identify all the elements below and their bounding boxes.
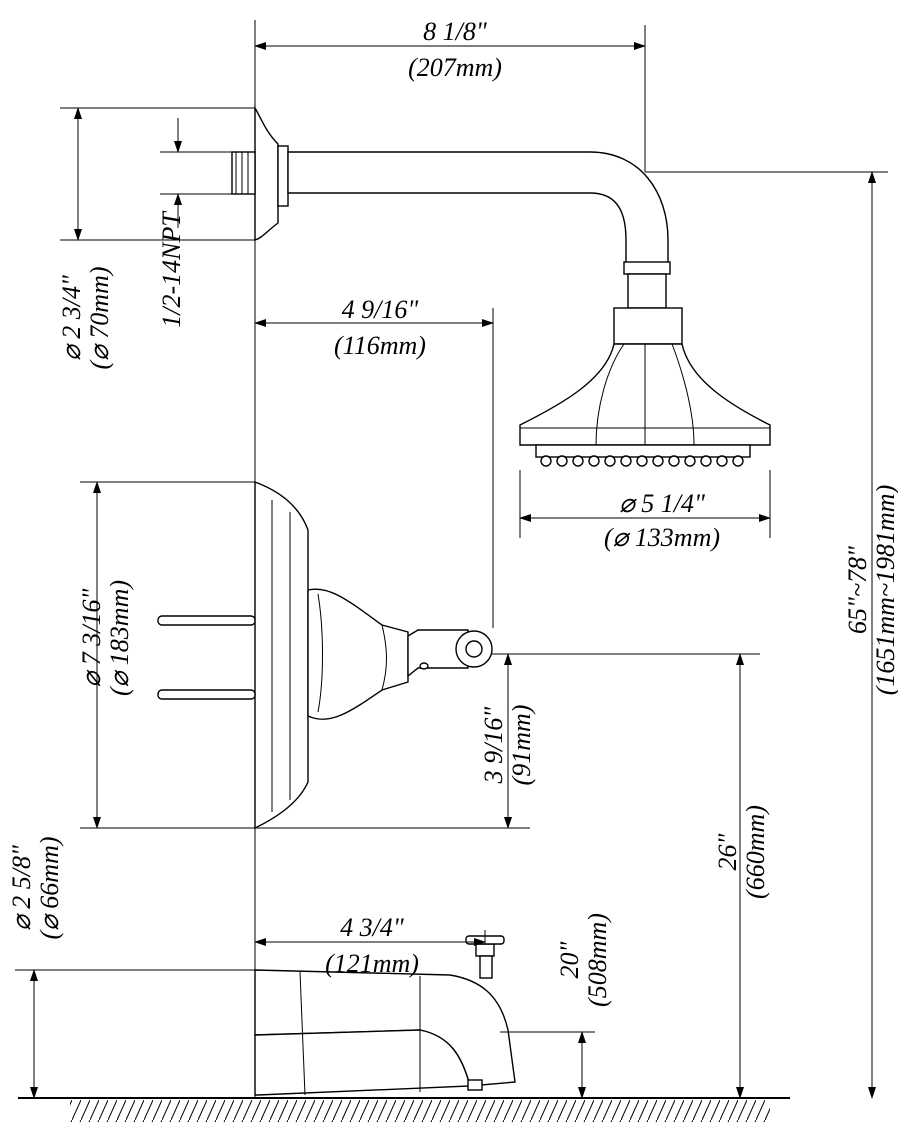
- valve-assembly: [157, 480, 493, 830]
- arm-length-metric: (207mm): [408, 53, 502, 82]
- flange-dia-metric: (⌀ 70mm): [85, 266, 114, 369]
- escutcheon-dia-imperial: ⌀ 7 3/16": [77, 589, 106, 688]
- arm-length-imperial: 8 1/8": [423, 17, 487, 46]
- shower-arm-assembly: [231, 105, 771, 467]
- spout-flange-dia-imperial: ⌀ 2 5/8": [7, 845, 36, 931]
- nozzle-row: [540, 455, 744, 467]
- valve-height-metric: (660mm): [741, 805, 770, 899]
- spout-height-metric: (508mm): [583, 913, 612, 1007]
- thread-label: 1/2-14NPT: [157, 211, 186, 328]
- spout-projection-imperial: 4 3/4": [340, 913, 404, 942]
- handle-projection-metric: (116mm): [334, 331, 426, 360]
- spout-flange-dia-metric: (⌀ 66mm): [35, 836, 64, 939]
- escutcheon-dia-metric: (⌀ 183mm): [105, 580, 134, 696]
- spout-projection-metric: (121mm): [325, 949, 419, 978]
- handle-offset-metric: (91mm): [507, 705, 536, 786]
- head-height-imperial: 65"~78": [843, 546, 872, 634]
- head-dia-imperial: ⌀ 5 1/4": [619, 489, 705, 518]
- head-height-metric: (1651mm~1981mm): [871, 485, 898, 696]
- floor-hatch: [70, 1100, 770, 1122]
- handle-offset-imperial: 3 9/16": [479, 707, 508, 785]
- flange-dia-imperial: ⌀ 2 3/4": [57, 275, 86, 361]
- head-dia-metric: (⌀ 133mm): [604, 523, 720, 552]
- handle-projection-imperial: 4 9/16": [342, 295, 419, 324]
- spout-height-imperial: 20": [555, 941, 584, 978]
- valve-height-imperial: 26": [713, 833, 742, 870]
